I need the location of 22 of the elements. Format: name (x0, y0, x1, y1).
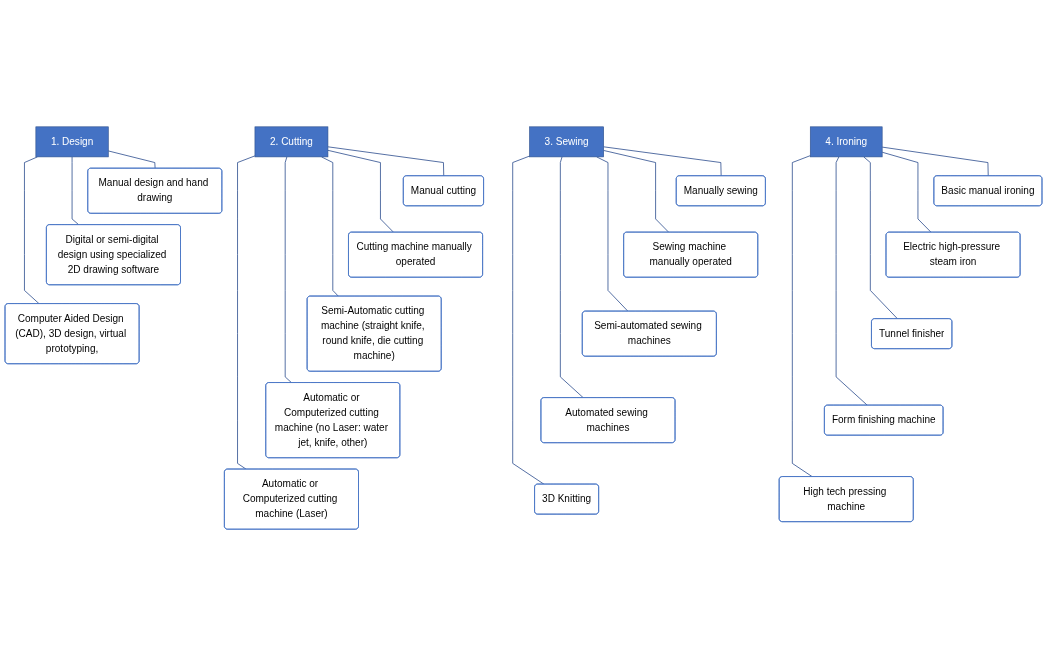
connector (881, 151, 932, 233)
connector (603, 146, 722, 177)
connector (881, 146, 989, 177)
connector (791, 155, 813, 478)
connector (284, 156, 293, 384)
node-box: 3. Sewing (529, 126, 604, 158)
connector (559, 156, 584, 399)
connector (237, 155, 256, 470)
connector (512, 155, 545, 485)
connector (107, 150, 156, 169)
connector (835, 156, 868, 406)
connector (596, 156, 629, 312)
connector (863, 156, 898, 320)
node-box: 1. Design (35, 126, 109, 158)
connector (327, 149, 395, 233)
connector (24, 156, 40, 305)
connector (71, 156, 80, 226)
connector (603, 150, 670, 233)
node-box: 4. Ironing (809, 126, 883, 158)
connector (321, 156, 339, 297)
connector (327, 146, 445, 177)
node-box: 2. Cutting (254, 126, 329, 158)
